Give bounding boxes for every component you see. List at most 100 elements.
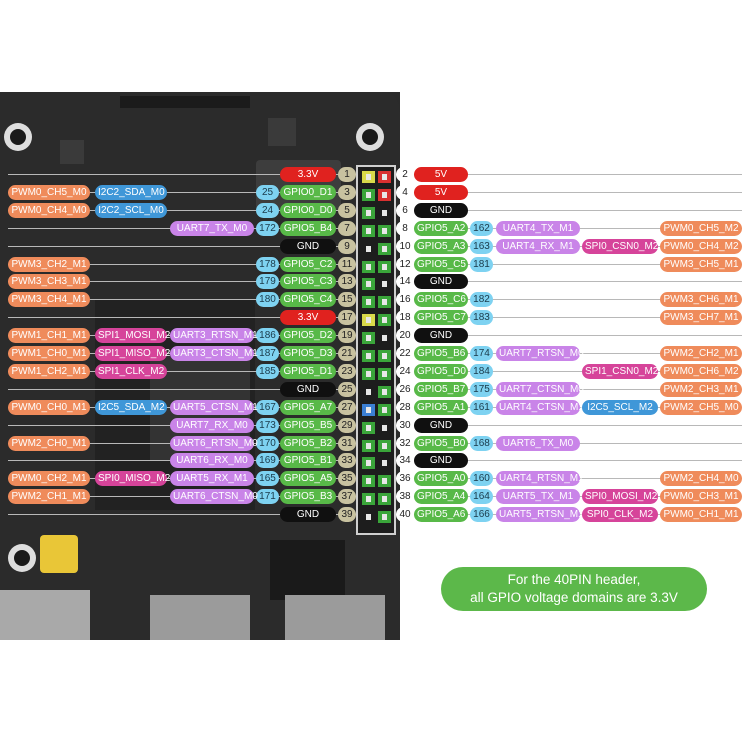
header-pin-8 — [378, 224, 391, 237]
func-spi-pin24-0: SPI1_CSN0_M2 — [582, 363, 658, 379]
header-pin-contact — [366, 317, 371, 324]
gpio-number-24: 184 — [470, 363, 493, 379]
header-pin-40 — [378, 511, 391, 524]
pin-number-26: 26 — [396, 381, 414, 397]
header-pin-34 — [378, 457, 391, 470]
func-spi-pin23-1: SPI1_CLK_M2 — [95, 363, 167, 379]
header-pin-contact — [382, 245, 387, 252]
pin-name-17: 3.3V — [280, 310, 336, 326]
connector-line — [8, 299, 356, 301]
header-pin-contact — [366, 281, 371, 288]
func-spi-pin10-1: SPI0_CSN0_M2 — [582, 238, 658, 254]
pin-number-35: 35 — [338, 471, 356, 487]
gpio-number-8: 162 — [470, 220, 493, 236]
voltage-note-line2: all GPIO voltage domains are 3.3V — [470, 590, 678, 605]
func-uart-pin29-0: UART7_RX_M0 — [170, 417, 254, 433]
gpio-number-29: 173 — [256, 417, 279, 433]
pin-name-36: GPIO5_A0 — [414, 471, 468, 487]
func-uart-pin33-0: UART6_RX_M0 — [170, 453, 254, 469]
header-pin-contact — [366, 496, 371, 503]
func-pwm-pin21-0: PWM1_CH0_M1 — [8, 346, 90, 361]
func-pwm-pin27-0: PWM0_CH0_M1 — [8, 399, 90, 415]
pin-name-1: 3.3V — [280, 167, 336, 182]
header-pin-2 — [378, 171, 391, 183]
pin-name-19: GPIO5_D2 — [280, 328, 336, 344]
pin-number-14: 14 — [396, 274, 414, 290]
pin-name-16: GPIO5_C6 — [414, 292, 468, 308]
gpio-number-35: 165 — [256, 471, 279, 487]
pin-number-31: 31 — [338, 435, 356, 451]
pin-name-21: GPIO5_D3 — [280, 346, 336, 361]
header-pin-contact — [366, 245, 371, 252]
header-pin-11 — [362, 260, 375, 273]
pin-number-25: 25 — [338, 381, 356, 397]
gpio-number-23: 185 — [256, 363, 279, 379]
pin-number-11: 11 — [338, 256, 356, 272]
pin-name-5: GPIO0_D0 — [280, 202, 336, 218]
pin-number-32: 32 — [396, 435, 414, 451]
connector-line — [396, 281, 742, 283]
header-pin-contact — [382, 191, 387, 198]
func-uart-pin22-0: UART7_RTSN_M0 — [496, 346, 584, 361]
header-pin-39 — [362, 511, 375, 524]
header-pin-contact — [366, 335, 371, 342]
pin-number-9: 9 — [338, 238, 356, 254]
header-pin-contact — [366, 370, 371, 377]
header-pin-5 — [362, 206, 375, 219]
header-pin-contact — [366, 174, 371, 180]
header-pin-contact — [382, 496, 387, 503]
connector-line — [396, 209, 742, 211]
header-pin-27 — [362, 403, 375, 416]
func-uart-pin10-0: UART4_RX_M1 — [496, 238, 580, 254]
gpio-number-22: 174 — [470, 346, 493, 361]
pin-name-33: GPIO5_B1 — [280, 453, 336, 469]
func-uart-pin27-2: UART5_CTSN_M1 — [170, 399, 258, 415]
header-pin-contact — [382, 353, 387, 359]
func-pwm-pin5-0: PWM0_CH4_M0 — [8, 202, 90, 218]
header-pin-36 — [378, 475, 391, 488]
pin-number-20: 20 — [396, 328, 414, 344]
pin-name-37: GPIO5_B3 — [280, 489, 336, 505]
header-pin-15 — [362, 296, 375, 309]
pin-name-2: 5V — [414, 167, 468, 182]
header-pin-contact — [366, 353, 371, 359]
connector-line — [396, 370, 742, 372]
connector-line — [396, 317, 742, 319]
pin-name-22: GPIO5_B6 — [414, 346, 468, 361]
voltage-note-line1: For the 40PIN header, — [507, 572, 641, 587]
pin-name-12: GPIO5_C5 — [414, 256, 468, 272]
header-pin-contact — [366, 299, 371, 306]
header-pin-contact — [366, 263, 371, 270]
pin-name-10: GPIO5_A3 — [414, 238, 468, 254]
pin-number-23: 23 — [338, 363, 356, 379]
func-pwm-pin37-0: PWM2_CH1_M1 — [8, 489, 90, 505]
header-pin-contact — [382, 388, 387, 395]
func-pwm-pin18-0: PWM3_CH7_M1 — [660, 310, 742, 326]
func-pwm-pin16-0: PWM3_CH6_M1 — [660, 292, 742, 308]
connector-line — [8, 263, 356, 265]
connector-line — [8, 191, 356, 193]
connector-line — [8, 514, 356, 516]
func-pwm-pin24-1: PWM0_CH6_M2 — [660, 363, 742, 379]
header-pin-7 — [362, 224, 375, 237]
pin-name-20: GND — [414, 328, 468, 344]
header-pin-10 — [378, 242, 391, 255]
header-pin-23 — [362, 367, 375, 380]
pin-number-28: 28 — [396, 399, 414, 415]
header-pin-contact — [366, 209, 371, 216]
header-pin-contact — [382, 514, 387, 521]
func-uart-pin31-1: UART6_RTSN_M0 — [170, 435, 258, 451]
header-pin-contact — [382, 442, 387, 449]
pin-name-28: GPIO5_A1 — [414, 399, 468, 415]
pin-number-3: 3 — [338, 184, 356, 200]
pin-name-39: GND — [280, 507, 336, 523]
header-pin-contact — [382, 209, 387, 216]
pin-name-14: GND — [414, 274, 468, 290]
connector-line — [396, 335, 742, 337]
header-pin-contact — [382, 299, 387, 306]
func-pwm-pin26-1: PWM2_CH3_M1 — [660, 381, 742, 397]
func-i2c-pin5-1: I2C2_SCL_M0 — [95, 202, 167, 218]
func-pwm-pin40-2: PWM0_CH1_M1 — [660, 507, 742, 523]
gpio-number-15: 180 — [256, 292, 279, 308]
func-spi-pin19-1: SPI1_MOSI_M2 — [95, 328, 170, 344]
